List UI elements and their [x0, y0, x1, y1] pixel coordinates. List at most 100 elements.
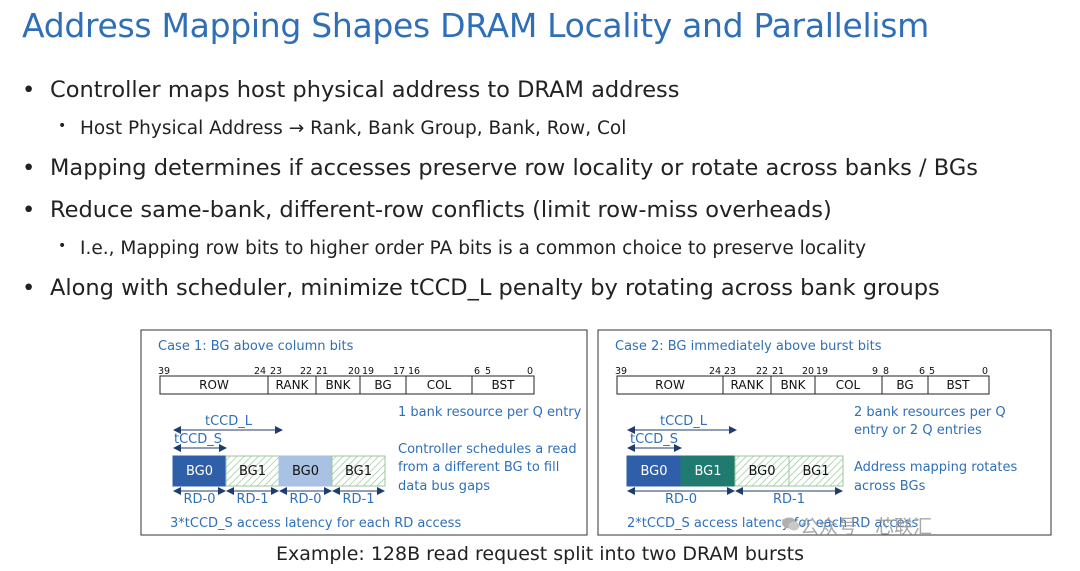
- bullet-text: I.e., Mapping row bits to higher order P…: [80, 238, 867, 259]
- bullet-dot: •: [22, 77, 36, 103]
- bg-block-label: BG0: [292, 464, 319, 479]
- bg-block-label: BG0: [748, 464, 775, 479]
- bullet-item: • Reduce same-bank, different-row confli…: [22, 197, 832, 223]
- case-2-title: Case 2: BG immediately above burst bits: [615, 339, 882, 354]
- bit-label: 16: [408, 366, 420, 377]
- field-bank-group: BG: [374, 378, 391, 392]
- bit-label: 23: [724, 366, 736, 377]
- bit-label: 39: [615, 366, 627, 377]
- case-2-note-line: across BGs: [854, 479, 926, 494]
- tccd-s-label: tCCD_S: [174, 432, 222, 447]
- sub-bullet-item: • Host Physical Address → Rank, Bank Gro…: [58, 118, 627, 139]
- bit-label: 19: [816, 366, 828, 377]
- bit-label: 24: [254, 366, 266, 377]
- bit-label: 22: [756, 366, 768, 377]
- wechat-icon: [782, 517, 800, 531]
- case-2-note-line: entry or 2 Q entries: [854, 423, 982, 438]
- bullet-dot: •: [22, 197, 36, 223]
- rd-label: RD-0: [665, 492, 697, 507]
- bg-block: [225, 455, 280, 487]
- bg-block-label: BG0: [186, 464, 213, 479]
- field-col: COL: [836, 378, 861, 392]
- bullet-item: • Along with scheduler, minimize tCCD_L …: [22, 275, 940, 301]
- field-rank: RANK: [276, 378, 310, 392]
- field-bank: BNK: [780, 378, 806, 392]
- sub-bullet-item: • I.e., Mapping row bits to higher order…: [58, 238, 867, 259]
- field-bank-group: BG: [896, 378, 913, 392]
- field-row: ROW: [655, 378, 685, 392]
- bit-label: 39: [158, 366, 170, 377]
- slide-title: Address Mapping Shapes DRAM Locality and…: [22, 6, 929, 45]
- bg-block-label: BG1: [694, 464, 721, 479]
- bit-label: 20: [802, 366, 814, 377]
- tccd-s-label: tCCD_S: [630, 432, 678, 447]
- bit-label: 5: [929, 366, 935, 377]
- case-1-field-row: ROW RANK BNK BG COL BST: [159, 375, 535, 395]
- rd-label: RD-1: [773, 492, 805, 507]
- bit-label: 0: [527, 366, 533, 377]
- case-1-panel: Case 1: BG above column bits 39 24 23 22…: [140, 329, 588, 536]
- field-rank: RANK: [731, 378, 765, 392]
- case-2-field-row: ROW RANK BNK COL BG BST: [616, 375, 990, 395]
- rd-label: RD-0: [289, 492, 321, 507]
- field-col: COL: [427, 378, 452, 392]
- case-1-latency: 3*tCCD_S access latency for each RD acce…: [170, 516, 461, 531]
- bg-block: [172, 455, 227, 487]
- bit-label: 6: [474, 366, 480, 377]
- case-1-note-line: data bus gaps: [398, 479, 490, 494]
- rd-label: RD-1: [342, 492, 374, 507]
- bg-block-label: BG1: [239, 464, 266, 479]
- bit-label: 17: [393, 366, 405, 377]
- field-row: ROW: [199, 378, 229, 392]
- bit-label: 20: [348, 366, 360, 377]
- case-1-note-resource: 1 bank resource per Q entry: [398, 405, 582, 420]
- bullet-item: • Controller maps host physical address …: [22, 77, 680, 103]
- bit-label: 5: [485, 366, 491, 377]
- bullet-text: Reduce same-bank, different-row conflict…: [50, 197, 832, 223]
- bullet-dot: •: [58, 118, 67, 134]
- case-2-note-line: Address mapping rotates: [854, 460, 1017, 475]
- field-burst: BST: [492, 378, 516, 392]
- bg-block: [734, 455, 790, 487]
- case-1-note-line: from a different BG to fill: [398, 460, 559, 475]
- rd-label: RD-0: [183, 492, 215, 507]
- bit-label: 0: [982, 366, 988, 377]
- field-bank: BNK: [325, 378, 351, 392]
- bullet-dot: •: [58, 238, 67, 254]
- case-2-panel: Case 2: BG immediately above burst bits …: [597, 329, 1052, 536]
- bit-label: 21: [772, 366, 784, 377]
- bit-label: 6: [919, 366, 925, 377]
- bit-label: 24: [709, 366, 721, 377]
- bullet-text: Along with scheduler, minimize tCCD_L pe…: [50, 275, 940, 301]
- case-2-note-line: 2 bank resources per Q: [854, 405, 1006, 420]
- bit-label: 8: [883, 366, 889, 377]
- bit-label: 21: [316, 366, 328, 377]
- bit-label: 9: [872, 366, 878, 377]
- watermark: 公众号 · 芯联汇: [800, 516, 933, 538]
- case-1-note-line: Controller schedules a read: [398, 442, 577, 457]
- bg-block-label: BG1: [802, 464, 829, 479]
- field-burst: BST: [947, 378, 971, 392]
- bullet-dot: •: [22, 275, 36, 301]
- bullet-text: Controller maps host physical address to…: [50, 77, 680, 103]
- tccd-l-label: tCCD_L: [660, 414, 708, 429]
- bg-block-label: BG1: [345, 464, 372, 479]
- bullet-item: • Mapping determines if accesses preserv…: [22, 155, 978, 181]
- tccd-l-label: tCCD_L: [205, 414, 253, 429]
- case-2-latency: 2*tCCD_S access latency for each RD acce…: [627, 516, 918, 531]
- bit-label: 23: [270, 366, 282, 377]
- bg-block: [331, 455, 386, 487]
- case-1-title: Case 1: BG above column bits: [158, 339, 354, 354]
- bullet-dot: •: [22, 155, 36, 181]
- rd-label: RD-1: [236, 492, 268, 507]
- bullet-text: Host Physical Address → Rank, Bank Group…: [80, 118, 627, 139]
- bg-block-label: BG0: [640, 464, 667, 479]
- bit-label: 19: [362, 366, 374, 377]
- case-1-bg-blocks: BG0 BG1 BG0 BG1: [172, 455, 386, 487]
- figure-caption: Example: 128B read request split into tw…: [275, 543, 805, 565]
- bit-label: 22: [300, 366, 312, 377]
- bullet-text: Mapping determines if accesses preserve …: [50, 155, 978, 181]
- bg-block: [788, 455, 844, 487]
- case-2-bg-blocks: BG0 BG1 BG0 BG1: [626, 455, 844, 487]
